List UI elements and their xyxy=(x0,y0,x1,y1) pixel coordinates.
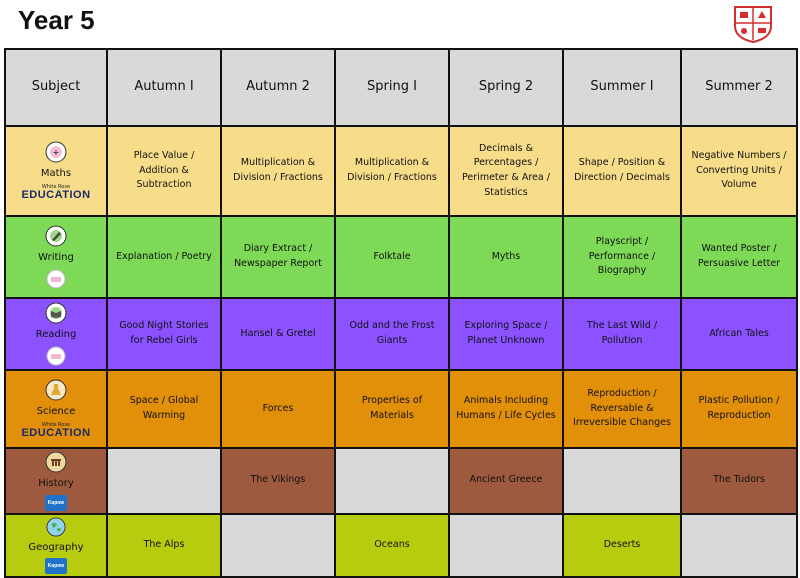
cell-geography-spring-1: Oceans xyxy=(334,512,450,578)
subject-cell-writing: Writing xyxy=(4,215,108,299)
cell-science-summer-2: Plastic Pollution / Reproduction xyxy=(680,369,798,449)
cell-writing-summer-2: Wanted Poster / Persuasive Letter xyxy=(680,215,798,299)
cell-maths-summer-2: Negative Numbers / Converting Units / Vo… xyxy=(680,125,798,217)
header-autumn-1: Autumn I xyxy=(106,48,222,127)
subject-label: Maths xyxy=(40,168,72,180)
cell-writing-autumn-2: Diary Extract / Newspaper Report xyxy=(220,215,336,299)
cell-reading-spring-2: Exploring Space / Planet Unknown xyxy=(448,297,564,371)
subject-cell-science: Science White Rose EDUCATION xyxy=(4,369,108,449)
cell-reading-summer-2: African Tales xyxy=(680,297,798,371)
cell-maths-spring-1: Multiplication & Division / Fractions xyxy=(334,125,450,217)
science-badge-icon xyxy=(45,379,67,401)
subject-label: Science xyxy=(36,406,76,418)
cell-reading-autumn-1: Good Night Stories for Rebel Girls xyxy=(106,297,222,371)
cell-science-summer-1: Reproduction / Reversable & Irreversible… xyxy=(562,369,682,449)
subject-cell-maths: + Maths White Rose EDUCATION xyxy=(4,125,108,217)
white-rose-education-logo: White Rose EDUCATION xyxy=(21,183,91,201)
maths-badge-icon: + xyxy=(45,141,67,163)
cell-maths-autumn-1: Place Value / Addition & Subtraction xyxy=(106,125,222,217)
school-crest-icon xyxy=(734,6,772,44)
kapow-logo: Kapow xyxy=(45,494,67,511)
table-row: Science White Rose EDUCATION Space / Glo… xyxy=(4,369,798,449)
cell-writing-autumn-1: Explanation / Poetry xyxy=(106,215,222,299)
page-title: Year 5 xyxy=(18,5,95,35)
table-row: History Kapow The Vikings Ancient Greece… xyxy=(4,447,798,515)
subject-cell-history: History Kapow xyxy=(4,447,108,515)
header-autumn-2: Autumn 2 xyxy=(220,48,336,127)
cell-reading-summer-1: The Last Wild / Pollution xyxy=(562,297,682,371)
cell-geography-spring-2 xyxy=(448,512,564,578)
cell-history-autumn-1 xyxy=(106,447,222,515)
table-row: + Maths White Rose EDUCATION Place Value… xyxy=(4,125,798,217)
svg-text:+: + xyxy=(53,148,60,157)
table-row: Geography Kapow The Alps Oceans Deserts xyxy=(4,512,798,578)
table-row: Reading Good Night Stories for Rebel Gir… xyxy=(4,297,798,371)
cell-history-spring-1 xyxy=(334,447,450,515)
cell-science-spring-1: Properties of Materials xyxy=(334,369,450,449)
kapow-logo: Kapow xyxy=(45,558,67,574)
subject-cell-geography: Geography Kapow xyxy=(4,512,108,578)
cell-writing-summer-1: Playscript / Performance / Biography xyxy=(562,215,682,299)
history-badge-icon xyxy=(45,451,67,473)
cell-writing-spring-2: Myths xyxy=(448,215,564,299)
cell-maths-spring-2: Decimals & Percentages / Perimeter & Are… xyxy=(448,125,564,217)
cell-history-spring-2: Ancient Greece xyxy=(448,447,564,515)
cell-reading-spring-1: Odd and the Frost Giants xyxy=(334,297,450,371)
table-row: Writing Explanation / Poetry Diary Extra… xyxy=(4,215,798,299)
cell-science-autumn-1: Space / Global Warming xyxy=(106,369,222,449)
subject-label: History xyxy=(38,478,74,489)
cell-geography-autumn-1: The Alps xyxy=(106,512,222,578)
cell-history-summer-1 xyxy=(562,447,682,515)
subject-label: Reading xyxy=(35,329,77,341)
writing-badge-icon xyxy=(45,225,67,247)
cell-science-spring-2: Animals Including Humans / Life Cycles xyxy=(448,369,564,449)
header-spring-2: Spring 2 xyxy=(448,48,564,127)
header-summer-1: Summer I xyxy=(562,48,682,127)
cell-writing-spring-1: Folktale xyxy=(334,215,450,299)
curriculum-table: Subject Autumn I Autumn 2 Spring I Sprin… xyxy=(4,48,798,578)
cell-geography-summer-2 xyxy=(680,512,798,578)
cell-history-summer-2: The Tudors xyxy=(680,447,798,515)
book-badge-icon xyxy=(46,346,66,366)
subject-cell-reading: Reading xyxy=(4,297,108,371)
cell-reading-autumn-2: Hansel & Gretel xyxy=(220,297,336,371)
subject-label: Writing xyxy=(38,252,74,264)
reading-badge-icon xyxy=(45,302,67,324)
cell-geography-autumn-2 xyxy=(220,512,336,578)
cell-history-autumn-2: The Vikings xyxy=(220,447,336,515)
header-summer-2: Summer 2 xyxy=(680,48,798,127)
cell-science-autumn-2: Forces xyxy=(220,369,336,449)
subject-label: Geography xyxy=(28,541,84,553)
book-badge-icon xyxy=(46,269,66,289)
header-subject: Subject xyxy=(4,48,108,127)
white-rose-education-logo: White Rose EDUCATION xyxy=(21,421,91,439)
header-row: Subject Autumn I Autumn 2 Spring I Sprin… xyxy=(4,48,798,127)
geography-badge-icon xyxy=(46,516,66,537)
cell-geography-summer-1: Deserts xyxy=(562,512,682,578)
header-spring-1: Spring I xyxy=(334,48,450,127)
cell-maths-autumn-2: Multiplication & Division / Fractions xyxy=(220,125,336,217)
cell-maths-summer-1: Shape / Position & Direction / Decimals xyxy=(562,125,682,217)
